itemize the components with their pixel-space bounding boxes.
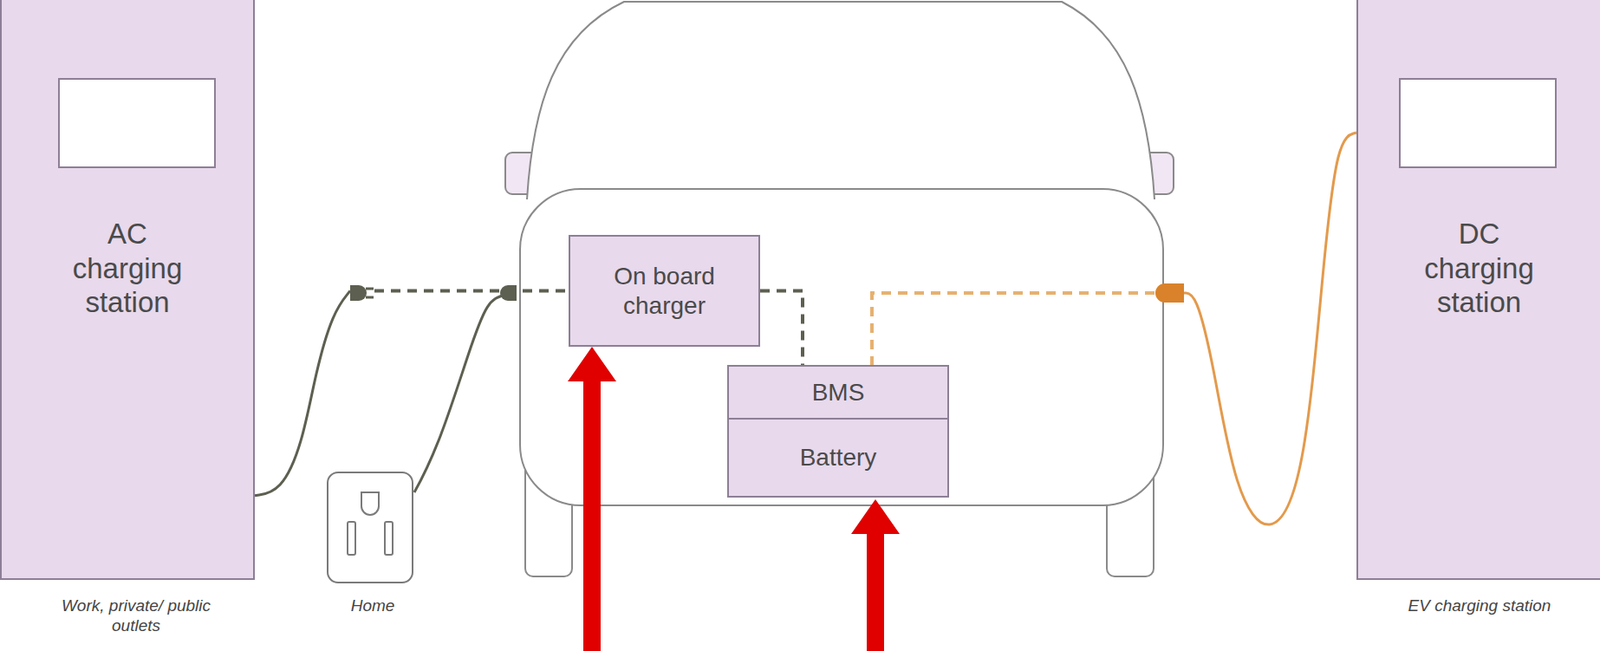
component-box: BMS (727, 364, 950, 420)
component-box: On board charger (568, 234, 761, 347)
node-label: BMS (812, 377, 866, 408)
pointer-arrow (567, 346, 617, 651)
node-label: On board charger (591, 261, 739, 320)
home-cable (414, 294, 506, 493)
node-label: Battery (800, 442, 878, 473)
cable (254, 291, 351, 496)
ac-plug (350, 285, 374, 301)
dashed-link (760, 291, 803, 366)
charging-station: DC charging station (1356, 0, 1600, 580)
node-label: AC charging station (58, 216, 197, 320)
dc-plug (1155, 283, 1184, 303)
charging-station: AC charging station (0, 0, 255, 580)
wall-outlet (327, 472, 413, 583)
car-inlet-plug (500, 285, 517, 301)
pointer-arrow (851, 499, 900, 651)
location-caption: EV charging station (1375, 596, 1584, 617)
car-body (520, 188, 1164, 506)
charging-connection (760, 291, 803, 366)
dashed-link (374, 289, 569, 293)
dashed-link (871, 292, 1155, 365)
cable (1183, 132, 1357, 525)
station-screen (58, 78, 216, 169)
location-caption: Work, private/ public outlets (45, 596, 228, 637)
node-label: DC charging station (1410, 216, 1549, 320)
car-roof (526, 1, 1155, 200)
location-caption: Home (320, 596, 425, 617)
charging-connection (254, 291, 569, 496)
station-screen (1398, 78, 1557, 169)
component-box: Battery (727, 417, 950, 498)
